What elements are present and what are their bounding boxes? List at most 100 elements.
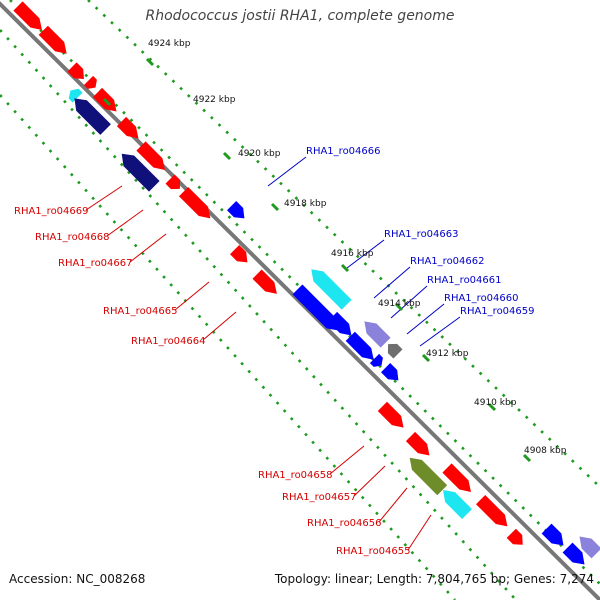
gene-features <box>13 1 600 565</box>
gene-feature-25[interactable] <box>387 343 403 359</box>
gene-label-forward[interactable]: RHA1_ro04665 <box>103 306 178 317</box>
gene-label-text: RHA1_ro04661 <box>427 275 502 286</box>
scale-tick-mark <box>421 353 431 363</box>
gene-feature-20[interactable] <box>227 201 245 219</box>
gene-label-text: RHA1_ro04666 <box>306 146 381 157</box>
gene-label-forward[interactable]: RHA1_ro04667 <box>58 258 133 269</box>
leader-line <box>202 311 237 341</box>
gene-feature-11[interactable] <box>252 269 277 294</box>
gene-label-text: RHA1_ro04669 <box>14 206 89 217</box>
leader-line <box>406 303 445 335</box>
scale-tick-mark <box>394 302 404 312</box>
dotted-guide-line-4 <box>0 94 456 600</box>
gene-feature-17[interactable] <box>68 88 83 103</box>
leader-line <box>267 156 307 187</box>
gene-feature-1[interactable] <box>13 1 42 31</box>
leader-line <box>106 209 144 237</box>
gene-label-text: RHA1_ro04657 <box>282 492 357 503</box>
leader-line <box>373 266 411 299</box>
gene-feature-6[interactable] <box>116 116 139 139</box>
label-leader-lines <box>85 156 461 551</box>
dotted-guide-line-2 <box>87 0 600 488</box>
gene-feature-7[interactable] <box>136 141 165 170</box>
gene-feature-4[interactable] <box>83 75 97 89</box>
gene-label-text: RHA1_ro04660 <box>444 293 519 304</box>
gene-label-text: RHA1_ro04662 <box>410 256 485 267</box>
scale-tick-mark <box>522 453 532 463</box>
gene-feature-10[interactable] <box>230 245 248 263</box>
gene-feature-31[interactable] <box>541 523 564 546</box>
gene-label-text: RHA1_ro04663 <box>384 229 459 240</box>
gene-feature-2[interactable] <box>38 25 67 54</box>
gene-label-text: RHA1_ro04665 <box>103 306 178 317</box>
gene-label-forward[interactable]: RHA1_ro04669 <box>14 206 89 217</box>
leader-line <box>353 465 386 497</box>
gene-feature-14[interactable] <box>442 463 471 492</box>
gene-feature-32[interactable] <box>562 542 585 565</box>
gene-feature-33[interactable] <box>579 536 600 559</box>
gene-label-text: RHA1_ro04668 <box>35 232 110 243</box>
scale-tick-mark <box>145 57 155 67</box>
gene-label-reverse[interactable]: RHA1_ro04660 <box>444 293 519 304</box>
gene-label-reverse[interactable]: RHA1_ro04661 <box>427 275 502 286</box>
gene-label-text: RHA1_ro04667 <box>58 258 133 269</box>
gene-feature-24[interactable] <box>364 321 391 348</box>
gene-label-reverse[interactable]: RHA1_ro04659 <box>460 306 535 317</box>
leader-line <box>378 487 408 523</box>
scale-tick-label: 4908 kbp <box>524 446 567 456</box>
scale-tick-label: 4914 kbp <box>378 299 421 309</box>
gene-label-text: RHA1_ro04659 <box>460 306 535 317</box>
gene-feature-30[interactable] <box>443 490 472 519</box>
gene-label-reverse[interactable]: RHA1_ro04666 <box>306 146 381 157</box>
gene-label-forward[interactable]: RHA1_ro04656 <box>307 518 382 529</box>
genome-summary-text: Topology: linear; Length: 7,804,765 bp; … <box>274 572 594 586</box>
leader-line <box>390 285 428 319</box>
scale-tick-mark <box>487 402 497 412</box>
gene-label-text: RHA1_ro04658 <box>258 470 333 481</box>
leader-line <box>129 233 167 263</box>
gene-feature-15[interactable] <box>476 495 508 527</box>
gene-labels: RHA1_ro04669RHA1_ro04668RHA1_ro04667RHA1… <box>14 146 535 557</box>
scale-tick-label: 4924 kbp <box>148 39 191 49</box>
gene-label-forward[interactable]: RHA1_ro04658 <box>258 470 333 481</box>
gene-feature-28[interactable] <box>381 363 399 381</box>
leader-line <box>407 514 432 551</box>
gene-feature-29[interactable] <box>409 457 448 496</box>
gene-feature-18[interactable] <box>74 98 111 135</box>
gene-label-text: RHA1_ro04664 <box>131 336 206 347</box>
dotted-guide-line-3 <box>0 29 517 600</box>
gene-feature-13[interactable] <box>405 431 430 456</box>
gene-label-forward[interactable]: RHA1_ro04668 <box>35 232 110 243</box>
scale-tick-label: 4916 kbp <box>331 249 374 259</box>
scale-tick-mark <box>102 97 112 107</box>
gene-label-forward[interactable]: RHA1_ro04664 <box>131 336 206 347</box>
leader-line <box>329 445 365 475</box>
gene-feature-27[interactable] <box>369 353 383 367</box>
gene-feature-21[interactable] <box>311 269 352 310</box>
scale-tick-mark <box>270 202 280 212</box>
scale-tick-label: 4922 kbp <box>193 95 236 105</box>
gene-feature-16[interactable] <box>506 528 523 545</box>
leader-line <box>85 185 123 211</box>
gene-feature-8[interactable] <box>165 174 181 190</box>
gene-label-reverse[interactable]: RHA1_ro04662 <box>410 256 485 267</box>
gene-feature-12[interactable] <box>377 401 404 428</box>
gene-label-reverse[interactable]: RHA1_ro04663 <box>384 229 459 240</box>
gene-feature-26[interactable] <box>345 331 374 360</box>
gene-feature-22[interactable] <box>292 284 339 331</box>
gene-feature-23[interactable] <box>327 311 352 336</box>
gene-feature-3[interactable] <box>67 62 84 79</box>
gene-label-text: RHA1_ro04656 <box>307 518 382 529</box>
leader-line <box>346 239 385 269</box>
gene-feature-9[interactable] <box>179 187 211 219</box>
gene-feature-19[interactable] <box>121 153 160 192</box>
map-title: Rhodococcus jostii RHA1, complete genome <box>145 8 455 24</box>
leader-line <box>174 281 210 311</box>
gene-label-forward[interactable]: RHA1_ro04657 <box>282 492 357 503</box>
gene-label-forward[interactable]: RHA1_ro04655 <box>336 546 411 557</box>
scale-tick-mark <box>340 263 350 273</box>
gene-label-text: RHA1_ro04655 <box>336 546 411 557</box>
